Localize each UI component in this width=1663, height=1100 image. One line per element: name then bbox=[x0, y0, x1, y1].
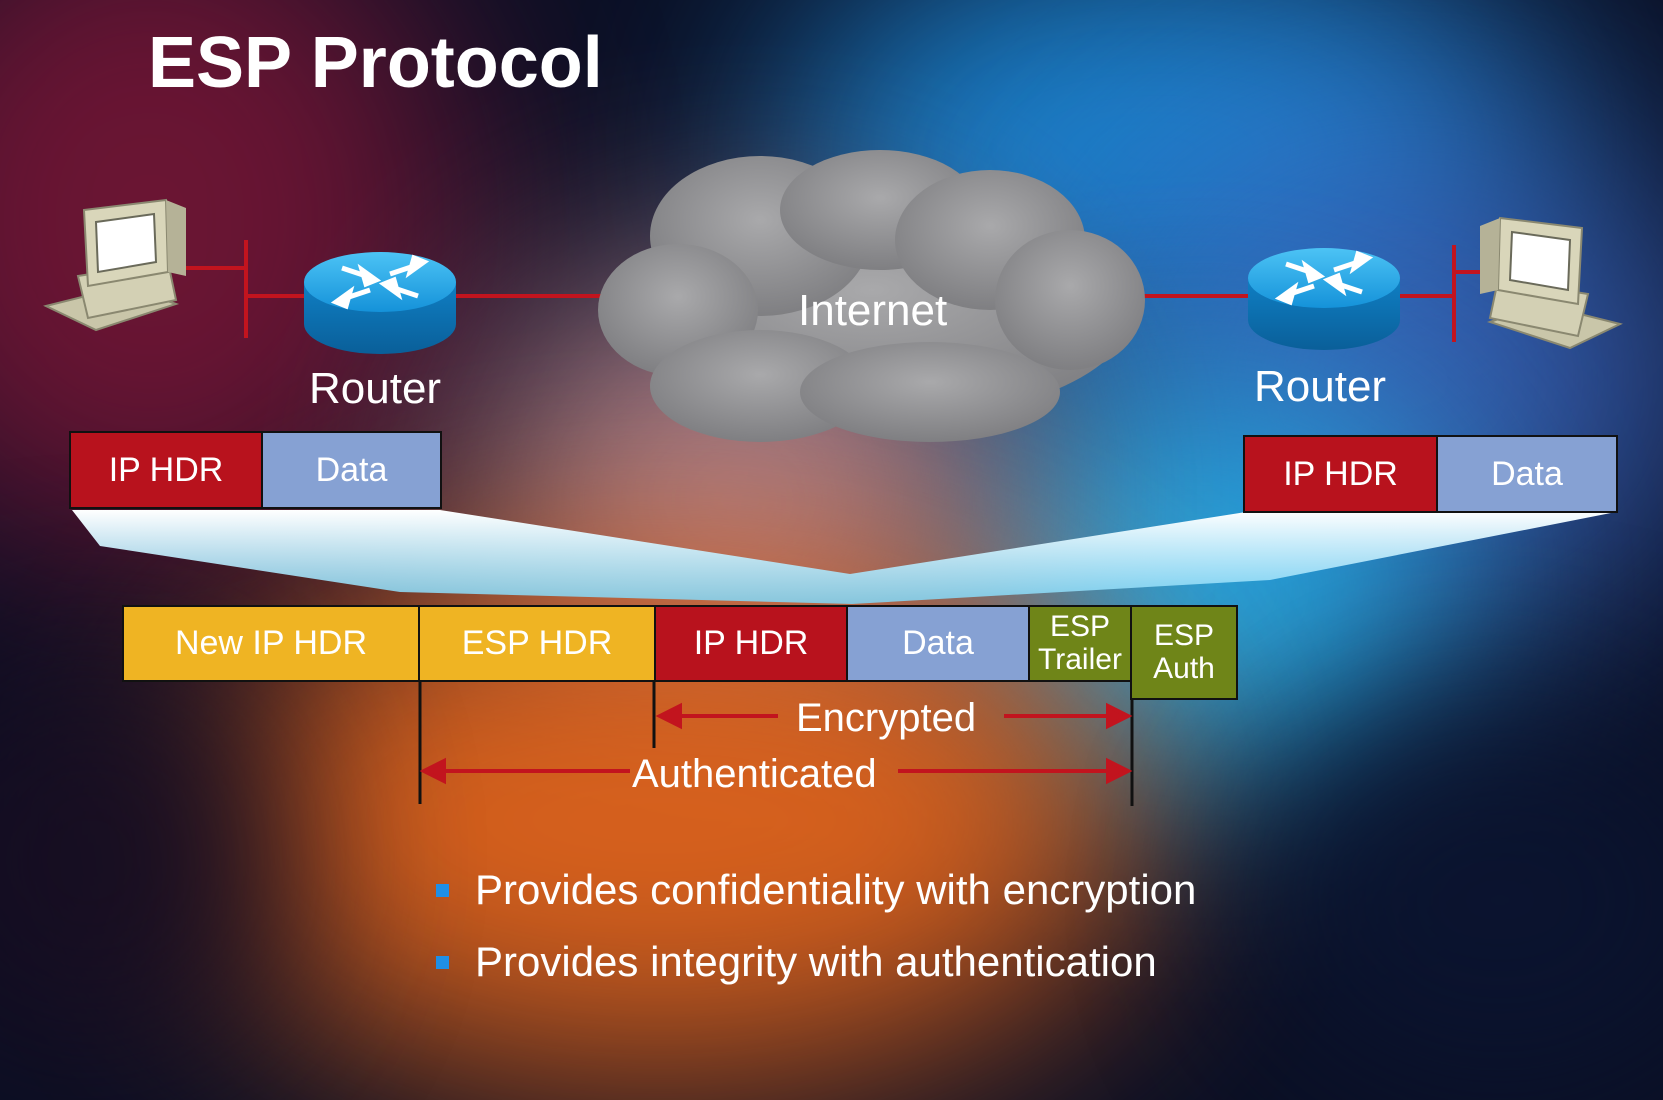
slide-title: ESP Protocol bbox=[148, 23, 603, 103]
cloud-icon bbox=[598, 150, 1145, 442]
packet-cell-esp-hdr: ESP HDR bbox=[418, 605, 656, 682]
router-icon bbox=[304, 252, 456, 354]
encrypted-label: Encrypted bbox=[796, 696, 977, 740]
packet-cell-data: Data bbox=[1436, 435, 1618, 513]
range-markers bbox=[418, 678, 1134, 806]
packet-cell-ip-hdr: IP HDR bbox=[69, 431, 263, 509]
bullet-text: Provides integrity with authentication bbox=[475, 938, 1157, 985]
bullet-item: Provides integrity with authentication bbox=[436, 938, 1157, 986]
right-router-label: Router bbox=[1254, 362, 1387, 411]
packet-cell-data: Data bbox=[846, 605, 1030, 682]
packet-cell-esp-trailer: ESP Trailer bbox=[1028, 605, 1132, 682]
authenticated-label: Authenticated bbox=[632, 752, 877, 796]
packet-cell-data: Data bbox=[261, 431, 442, 509]
bullet-item: Provides confidentiality with encryption bbox=[436, 866, 1196, 914]
packet-cell-esp-auth: ESP Auth bbox=[1130, 605, 1238, 700]
packet-cell-new-ip-hdr: New IP HDR bbox=[122, 605, 420, 682]
cloud-label: Internet bbox=[798, 286, 948, 335]
router-icon bbox=[1248, 248, 1400, 350]
encapsulation-funnel bbox=[72, 510, 1616, 604]
packet-cell-ip-hdr: IP HDR bbox=[1243, 435, 1438, 513]
encrypted-arrow bbox=[655, 702, 1133, 730]
bullet-text: Provides confidentiality with encryption bbox=[475, 866, 1197, 913]
bullet-square-icon bbox=[436, 955, 449, 969]
authenticated-arrow bbox=[419, 757, 1133, 785]
pc-icon bbox=[43, 198, 186, 332]
left-router-label: Router bbox=[309, 364, 442, 413]
packet-cell-ip-hdr: IP HDR bbox=[654, 605, 848, 682]
pc-icon bbox=[1480, 216, 1623, 350]
network-diagram bbox=[43, 150, 1623, 806]
bullet-square-icon bbox=[436, 883, 449, 897]
